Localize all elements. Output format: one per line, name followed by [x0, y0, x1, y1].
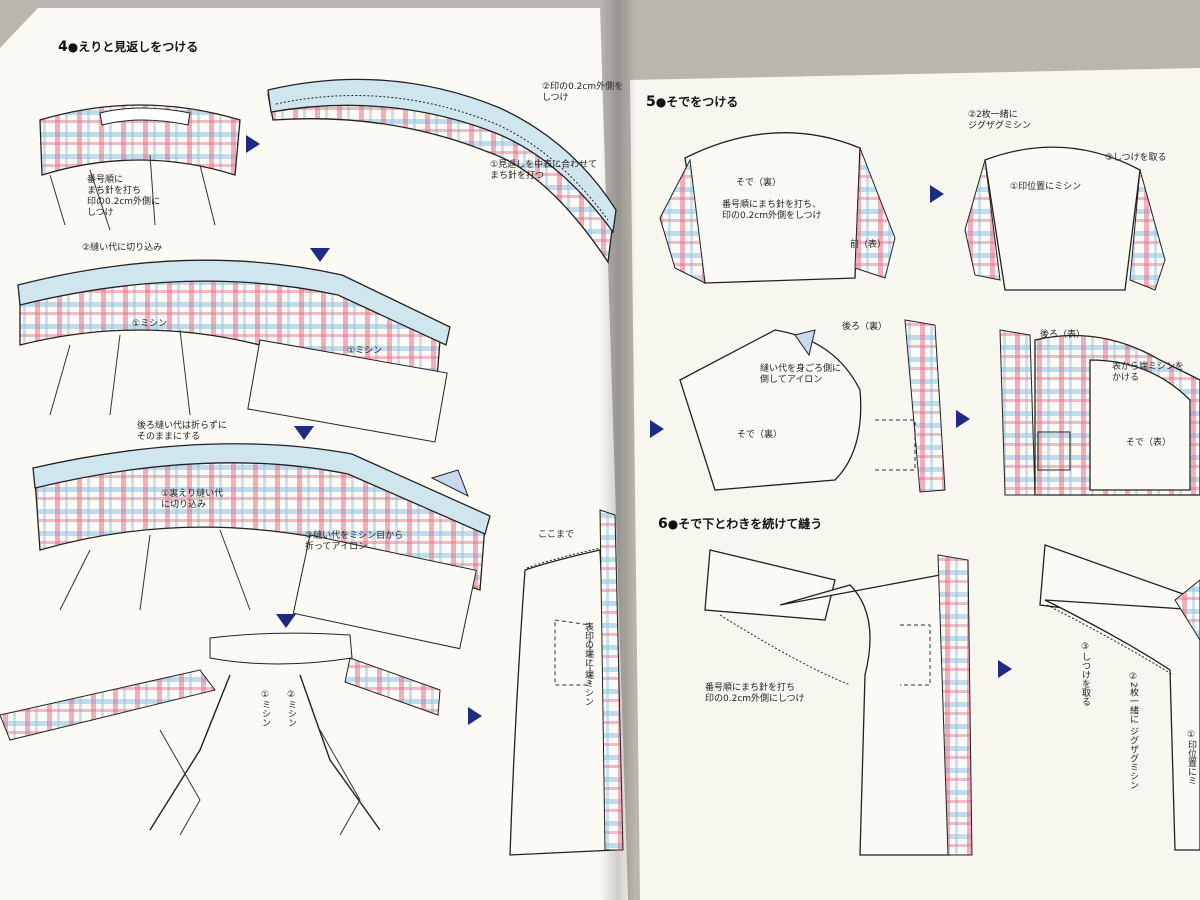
arrow-down-icon: [294, 426, 314, 440]
note-sleeve-label-2: そで（裏）: [737, 430, 782, 441]
note-remove-basting-5: ③しつけを取る: [1105, 153, 1167, 164]
step4-machine-stitch-illustration: [10, 255, 450, 425]
note-remove-basting-6: ③しつけを取る: [1080, 642, 1090, 706]
arrow-right-icon: [998, 660, 1012, 678]
note-cut-seam: ②縫い代に切り込み: [82, 243, 162, 254]
note-machine-v1: ①ミシン: [260, 690, 270, 727]
arrow-right-icon: [956, 410, 970, 428]
section-4-heading: 4●えりと見返しをつける: [58, 38, 198, 55]
arrow-right-icon: [930, 185, 944, 203]
note-pin-baste-4: 番号順に まち針を打ち 印の0.2cm外側に しつけ: [87, 175, 160, 219]
note-seam-iron: 縫い代を身ごろ側に 倒してアイロン: [760, 364, 841, 386]
section-6-heading: 6●そで下とわきを続けて縫う: [658, 515, 822, 532]
arrow-right-icon: [246, 135, 260, 153]
note-front-label: 前（表）: [850, 240, 886, 251]
note-machine-v2: ②ミシン: [286, 690, 296, 727]
step5-seam-iron-illustration: [675, 310, 955, 500]
note-machine-2: ①ミシン: [347, 346, 382, 357]
step6-zigzag-illustration: [1025, 540, 1200, 870]
note-sleeve-front: そで（表）: [1126, 438, 1171, 449]
note-front-topstitch: 表から端ミシンを かける: [1112, 362, 1184, 384]
arrow-right-icon: [468, 707, 482, 725]
arrow-down-icon: [276, 614, 296, 628]
step5-sleeve-sewn-illustration: [965, 140, 1195, 300]
note-back-label-2: 後ろ（表）: [1040, 330, 1085, 341]
step4-front-edge-illustration: [505, 510, 615, 860]
section-5-heading: 5●そでをつける: [646, 93, 738, 110]
note-machine-1: ①ミシン: [132, 319, 167, 330]
note-mark-machine-5: ①印位置にミシン: [1010, 182, 1081, 193]
step4-fold-iron-illustration: [30, 440, 490, 630]
note-zigzag-5: ②2枚一緒に ジグザグミシン: [968, 110, 1031, 132]
note-zigzag-6: ②2枚一緒に ジグザグミシン: [1128, 672, 1138, 790]
step4-collar-final-illustration: [0, 630, 440, 840]
note-back-collar-cut: ①裏えり縫い代 に切り込み: [161, 489, 223, 511]
step5-topstitch-illustration: [990, 320, 1200, 500]
section-4-number: 4: [58, 39, 68, 55]
note-back-label: 後ろ（裏）: [842, 322, 887, 333]
arrow-right-icon: [650, 420, 664, 438]
section-5-title: ●そでをつける: [656, 95, 738, 109]
note-facing-match: ①見返しを中表に合わせて まち針を打つ: [490, 160, 597, 182]
section-6-title: ●そで下とわきを続けて縫う: [668, 517, 822, 531]
note-pin-baste-5: 番号順にまち針を打ち、 印の0.2cm外側をしつけ: [722, 200, 822, 222]
note-edge-machine: 表印の端に 端ミシン: [583, 622, 593, 706]
note-mark-machine-6: ①印位置にミ: [1186, 730, 1196, 785]
note-up-to-here: ここまで: [538, 530, 574, 541]
section-5-number: 5: [646, 94, 656, 110]
section-6-number: 6: [658, 516, 668, 532]
note-fold-iron: ②縫い代をミシン目から 折ってアイロン: [305, 531, 403, 553]
note-outside-baste: ②印の0.2cm外側を しつけ: [542, 82, 623, 104]
note-pin-baste-6: 番号順にまち針を打ち 印の0.2cm外側にしつけ: [705, 683, 805, 705]
section-4-title: ●えりと見返しをつける: [68, 40, 198, 54]
note-sleeve-label: そで（裏）: [736, 178, 781, 189]
step6-side-seam-pinning-illustration: [700, 545, 990, 865]
